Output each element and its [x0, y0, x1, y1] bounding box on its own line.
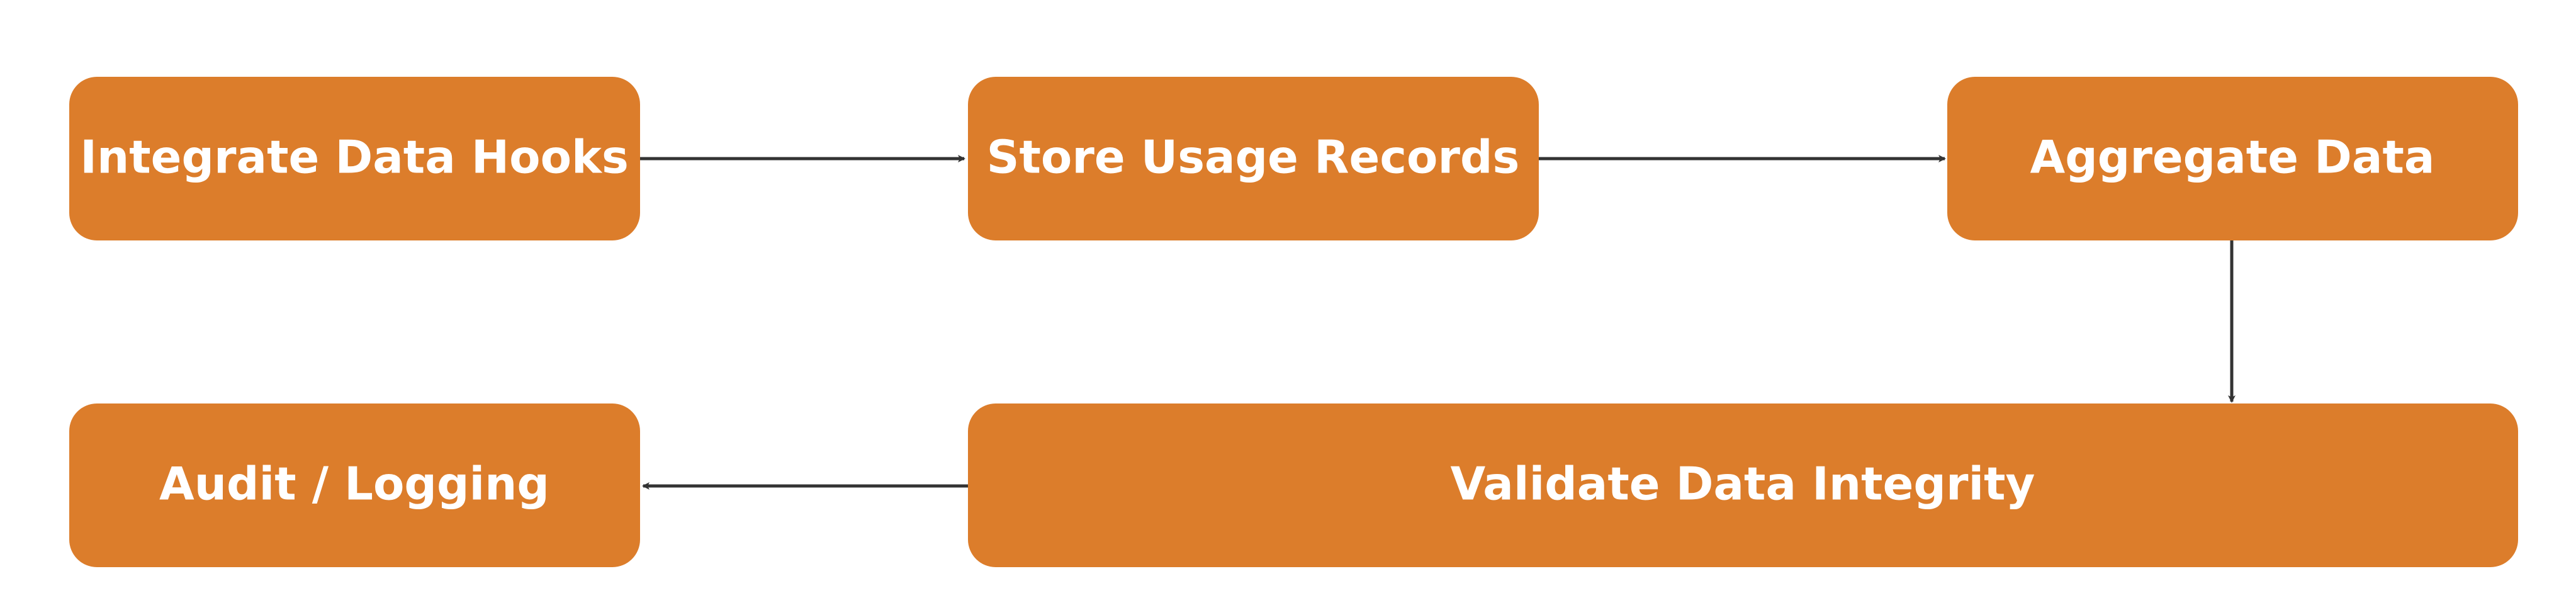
node-box	[1947, 77, 2518, 240]
node-aggregate-data: Aggregate Data	[1947, 77, 2518, 240]
node-box	[968, 403, 2518, 567]
node-label: Store Usage Records	[987, 131, 1520, 184]
node-label: Aggregate Data	[2030, 131, 2435, 184]
node-box	[968, 77, 1539, 240]
node-audit-logging: Audit / Logging	[69, 403, 640, 567]
node-label: Integrate Data Hooks	[80, 131, 629, 184]
node-integrate-data-hooks: Integrate Data Hooks	[69, 77, 640, 240]
node-box	[69, 77, 640, 240]
node-box	[69, 403, 640, 567]
node-label: Audit / Logging	[159, 458, 549, 511]
node-validate-data-integrity: Validate Data Integrity	[968, 403, 2518, 567]
node-label: Validate Data Integrity	[1451, 458, 2035, 511]
node-store-usage-records: Store Usage Records	[968, 77, 1539, 240]
